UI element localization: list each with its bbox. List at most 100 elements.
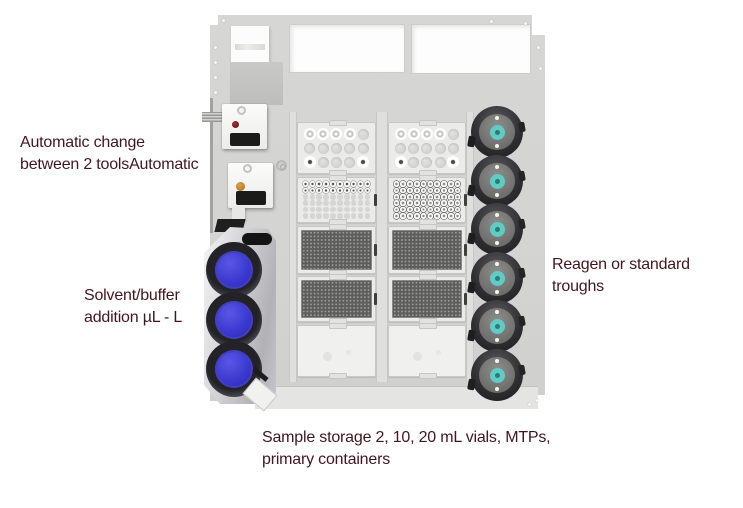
- rack-empty-2-5: [388, 323, 466, 379]
- mtp-384-plate: [301, 280, 372, 318]
- empty-position: [364, 206, 371, 213]
- cap-screw-icon: [495, 338, 499, 342]
- carrier-hole-icon: [436, 350, 442, 355]
- trough-septum-icon: [489, 318, 505, 334]
- well: [434, 142, 446, 154]
- small-vial-icon: [448, 194, 454, 200]
- empty-position: [302, 194, 309, 200]
- small-vial-icon: [420, 200, 427, 206]
- empty-position: [344, 194, 350, 200]
- small-vial-icon: [414, 187, 420, 194]
- well: [395, 142, 407, 154]
- empty-position: [337, 200, 343, 206]
- screw-hole-icon: [528, 403, 531, 406]
- small-vial-icon: [427, 206, 434, 213]
- well: [434, 156, 446, 168]
- small-vial-icon: [441, 200, 447, 206]
- reagent-trough-6: [471, 349, 523, 401]
- small-vial-icon: [454, 181, 461, 187]
- tool-slot: [236, 191, 266, 205]
- solvent-handle: [242, 233, 272, 245]
- mtp-384-plate: [301, 230, 372, 270]
- small-vial-icon: [420, 213, 427, 219]
- well: [408, 142, 420, 154]
- empty-position: [309, 194, 316, 200]
- small-vial-icon: [441, 206, 447, 213]
- reagent-trough-5: [471, 300, 523, 352]
- septum-center-icon: [494, 226, 500, 232]
- empty-position: [364, 213, 371, 219]
- deck-front-edge: [255, 386, 538, 409]
- small-vial-icon: [323, 181, 329, 187]
- septum-center-icon: [494, 129, 500, 135]
- cap-screw-icon: [495, 387, 499, 391]
- rack-rail-left: [289, 112, 297, 382]
- small-vial-icon: [400, 213, 406, 219]
- screw-hole-icon: [524, 22, 527, 25]
- bottle-cap-icon: [215, 251, 253, 289]
- small-vial-icon: [337, 187, 343, 194]
- reagent-trough-3: [471, 203, 523, 255]
- well: [447, 128, 459, 140]
- small-vial-icon: [330, 187, 336, 194]
- small-vial-icon: [357, 181, 364, 187]
- cap-screw-icon: [495, 193, 499, 197]
- septum-center-icon: [494, 275, 500, 281]
- empty-position: [316, 206, 322, 213]
- module-logo: [235, 44, 265, 50]
- small-vial-icon: [364, 181, 371, 187]
- small-vial-icon: [420, 181, 427, 187]
- empty-position: [344, 206, 350, 213]
- small-vial-icon: [414, 181, 420, 187]
- bottle-cap-icon: [215, 350, 253, 388]
- tool-slot: [230, 133, 260, 146]
- screw-hole-icon: [490, 20, 493, 23]
- rack-rail-middle: [376, 112, 388, 382]
- empty-position: [337, 213, 343, 219]
- empty-position: [302, 213, 309, 219]
- small-vial-icon: [330, 181, 336, 187]
- label-sample-storage: Sample storage 2, 10, 20 mL vials, MTPs,…: [262, 429, 551, 468]
- trough-septum-icon: [489, 221, 505, 237]
- empty-position: [344, 213, 350, 219]
- trough-cap-icon: [479, 163, 515, 199]
- empty-position: [323, 206, 329, 213]
- empty-position: [302, 206, 309, 213]
- empty-position: [350, 206, 357, 213]
- small-vial-icon: [414, 206, 420, 213]
- small-vial-icon: [427, 187, 434, 194]
- small-vial-icon: [407, 213, 413, 219]
- small-vial-icon: [448, 206, 454, 213]
- small-vial-icon: [414, 194, 420, 200]
- small-vial-icon: [400, 206, 406, 213]
- empty-position: [302, 200, 309, 206]
- small-vial-icon: [302, 181, 309, 187]
- small-vial-icon: [323, 187, 329, 194]
- empty-position: [323, 200, 329, 206]
- rack-vials-20pos-1-1: [297, 120, 376, 176]
- mtp-384-plate: [392, 230, 462, 270]
- small-vial-icon: [407, 187, 413, 194]
- small-vial-icon: [454, 206, 461, 213]
- rack-clip: [374, 194, 377, 206]
- small-vial-icon: [357, 187, 364, 194]
- screw-hole-icon: [214, 91, 217, 94]
- septum-center-icon: [494, 372, 500, 378]
- small-vial-icon: [393, 187, 400, 194]
- rack-clip: [464, 293, 467, 305]
- small-vial-icon: [454, 194, 461, 200]
- small-vial-icon: [454, 187, 461, 194]
- tool-dock-2: [228, 163, 273, 208]
- trough-cap-icon: [479, 114, 515, 150]
- solvent-bottle-1: [206, 242, 262, 298]
- small-vial-icon: [407, 194, 413, 200]
- small-vial-icon: [434, 200, 440, 206]
- rack-mtp-384-1-4: [297, 274, 377, 324]
- empty-position: [350, 213, 357, 219]
- small-vial-icon: [441, 181, 447, 187]
- small-vial-icon: [400, 181, 406, 187]
- rack-clip: [464, 244, 467, 256]
- reagent-trough-4: [471, 252, 523, 304]
- capped-vial-icon: [357, 156, 370, 168]
- small-vial-icon: [441, 187, 447, 194]
